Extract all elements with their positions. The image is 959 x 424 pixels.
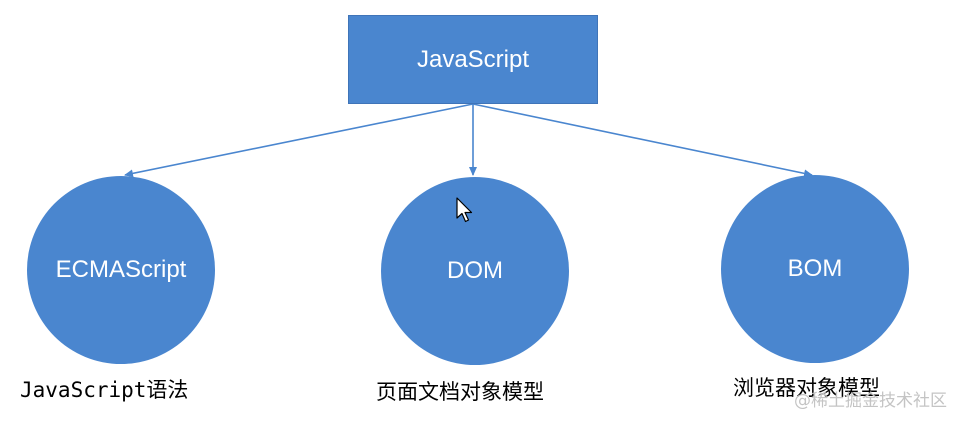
root-label: JavaScript [416, 45, 530, 73]
mouse-pointer-icon [456, 197, 473, 223]
arrow-to-ecmascript [124, 103, 474, 178]
dom-caption: 页面文档对象模型 [376, 380, 544, 404]
watermark-text: @稀土掘金技术社区 [794, 391, 947, 411]
arrow-to-bom [472, 103, 813, 178]
ecmascript-caption: JavaScript语法 [20, 378, 189, 402]
bom-caption: 浏览器对象模型 [733, 376, 880, 400]
bom-node: BOM [721, 175, 909, 363]
dom-node: DOM [381, 177, 569, 365]
ecmascript-label: ECMAScript [55, 256, 187, 283]
dom-label: DOM [447, 257, 503, 284]
ecmascript-node: ECMAScript [27, 176, 215, 364]
bom-label: BOM [787, 255, 843, 282]
javascript-root-box: JavaScript [348, 15, 598, 104]
